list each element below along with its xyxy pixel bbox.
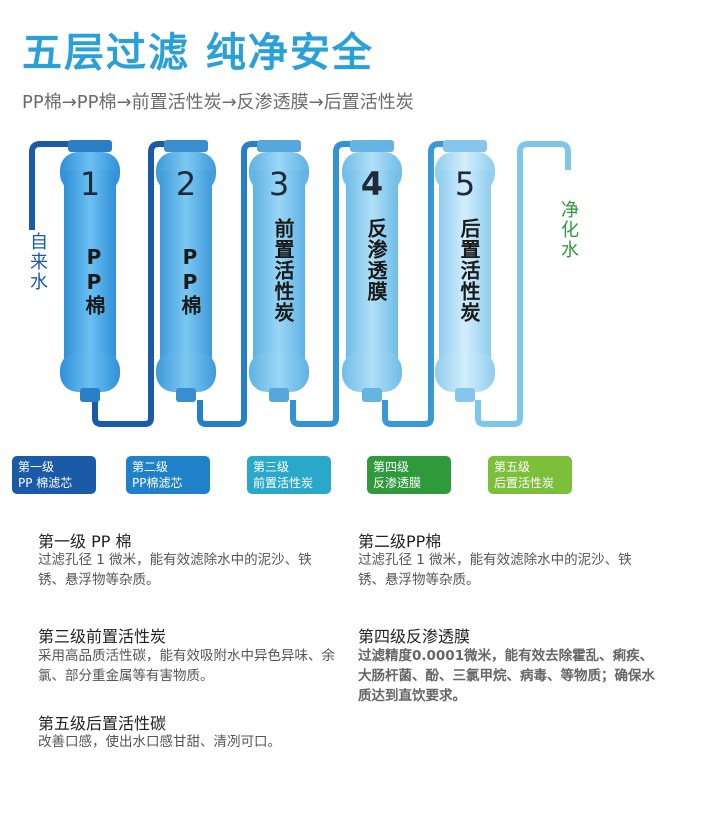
stage-4-desc-text: 过滤精度0.0001微米，能有效去除霍乱、痢疾、大肠杆菌、酚、三氯甲烷、病毒、等… <box>358 648 655 704</box>
stage-5-badge-name: 后置活性炭 <box>494 476 555 490</box>
cartridge-4 <box>342 140 402 402</box>
stage-4-badge: 第四级 反渗透膜 <box>367 456 451 494</box>
cartridge-1 <box>60 140 120 402</box>
stage-1-badge-level: 第一级 <box>18 460 55 474</box>
stage-5-badge: 第五级 后置活性炭 <box>488 456 572 494</box>
page-title: 五层过滤 纯净安全 <box>22 30 374 76</box>
stage-1-label: PP棉 <box>82 245 106 316</box>
stage-2-badge: 第二级 PP棉滤芯 <box>126 456 210 494</box>
stage-4-label: 反渗透膜 <box>364 218 388 302</box>
stage-1-badge: 第一级 PP 棉滤芯 <box>12 456 96 494</box>
stage-2-badge-level: 第二级 <box>132 460 169 474</box>
stage-2-desc-title: 第二级PP棉 <box>358 532 442 551</box>
stage-5-desc-text: 改善口感，使出水口感甘甜、清冽可口。 <box>38 734 281 750</box>
stage-2-badge-name: PP棉滤芯 <box>132 476 183 490</box>
stage-1-desc-text: 过滤孔径 1 微米，能有效滤除水中的泥沙、铁锈、悬浮物等杂质。 <box>38 552 312 588</box>
pipe-inlet <box>29 141 70 230</box>
stage-5-number: 5 <box>454 165 476 203</box>
stage-4-desc-title: 第四级反渗透膜 <box>358 627 471 646</box>
stage-5-label: 后置活性炭 <box>457 218 481 323</box>
cartridge-2 <box>156 140 216 402</box>
stage-4-badge-name: 反渗透膜 <box>373 476 422 490</box>
pipe-3-4 <box>290 141 355 427</box>
stage-5-badge-level: 第五级 <box>494 460 531 474</box>
stage-2-label: PP棉 <box>178 245 202 316</box>
stage-1-desc-title: 第一级 PP 棉 <box>38 532 132 551</box>
stage-3-number: 3 <box>268 165 290 203</box>
cartridge-3 <box>249 140 309 402</box>
stage-3-badge-name: 前置活性炭 <box>253 476 314 490</box>
stage-3-badge: 第三级 前置活性炭 <box>247 456 331 494</box>
process-subtitle: PP棉→PP棉→前置活性炭→反渗透膜→后置活性炭 <box>22 92 414 113</box>
pipe-1-2 <box>92 141 170 427</box>
stage-4-number: 4 <box>360 165 384 203</box>
pipe-outlet <box>475 141 571 427</box>
stage-1-number: 1 <box>79 165 101 203</box>
cartridge-5 <box>435 140 495 402</box>
stage-2-number: 2 <box>175 165 197 203</box>
stage-5-desc-title: 第五级后置活性碳 <box>38 714 167 733</box>
stage-1-badge-name: PP 棉滤芯 <box>18 476 73 490</box>
stage-4-badge-level: 第四级 <box>373 460 410 474</box>
pipe-2-3 <box>197 141 262 427</box>
inlet-label: 自来水 <box>27 232 48 292</box>
outlet-label: 净化水 <box>558 200 579 260</box>
stage-3-desc-title: 第三级前置活性炭 <box>38 627 167 646</box>
stage-3-label: 前置活性炭 <box>271 218 295 323</box>
stage-2-desc-text: 过滤孔径 1 微米，能有效滤除水中的泥沙、铁锈、悬浮物等杂质。 <box>358 552 632 588</box>
filter-flow-diagram <box>29 140 571 427</box>
stage-3-badge-level: 第三级 <box>253 460 290 474</box>
stage-3-desc-text: 采用高品质活性碳，能有效吸附水中异色异味、余氯、部分重金属等有害物质。 <box>38 648 335 684</box>
pipe-4-5 <box>382 141 450 427</box>
